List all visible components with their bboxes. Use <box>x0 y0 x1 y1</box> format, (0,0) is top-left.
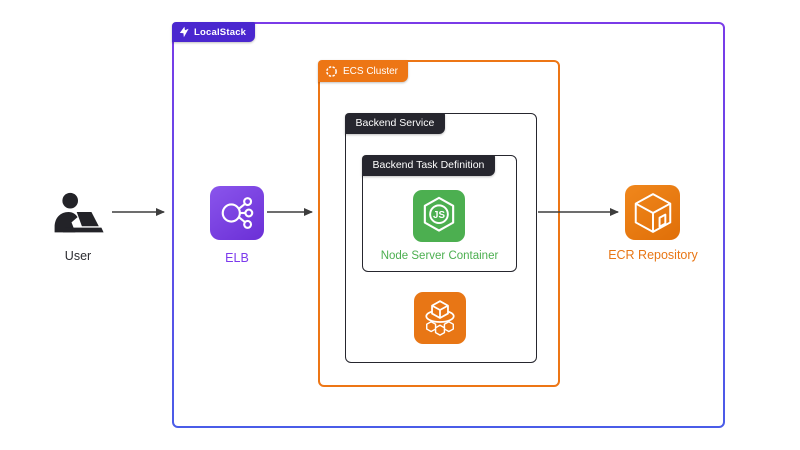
user-node <box>52 192 104 238</box>
ecr-repository-icon <box>634 192 671 233</box>
backend-service-tab: Backend Service <box>344 112 446 134</box>
backend-task-definition-label: Backend Task Definition <box>372 159 485 171</box>
backend-task-definition-tab: Backend Task Definition <box>361 154 496 176</box>
backend-service-label: Backend Service <box>355 117 435 129</box>
svg-text:JS: JS <box>433 210 445 221</box>
user-icon <box>54 192 104 233</box>
ecr-node <box>625 185 680 240</box>
nodejs-icon: JS <box>423 196 455 232</box>
ecs-service-icon <box>425 300 455 336</box>
ecr-repository-label: ECR Repository <box>608 248 698 262</box>
load-balancer-icon <box>221 197 254 229</box>
localstack-label: LocalStack <box>194 26 247 38</box>
ecs-cluster-icon <box>326 65 337 77</box>
elb-node <box>210 186 264 240</box>
localstack-logo-icon <box>179 26 189 38</box>
ecs-service-node <box>414 292 466 344</box>
ecs-cluster-box: ECS Cluster <box>318 60 560 387</box>
user-label: User <box>64 249 92 263</box>
node-server-container-label: Node Server Container <box>380 250 499 262</box>
backend-task-definition-box: Backend Task Definition <box>361 154 517 272</box>
elb-label: ELB <box>225 251 249 265</box>
node-server-node: JS <box>413 190 465 242</box>
backend-service-box: Backend Service <box>344 112 537 363</box>
ecs-cluster-label: ECS Cluster <box>343 65 399 77</box>
localstack-tab: LocalStack <box>172 22 256 42</box>
ecs-cluster-tab: ECS Cluster <box>318 60 409 82</box>
